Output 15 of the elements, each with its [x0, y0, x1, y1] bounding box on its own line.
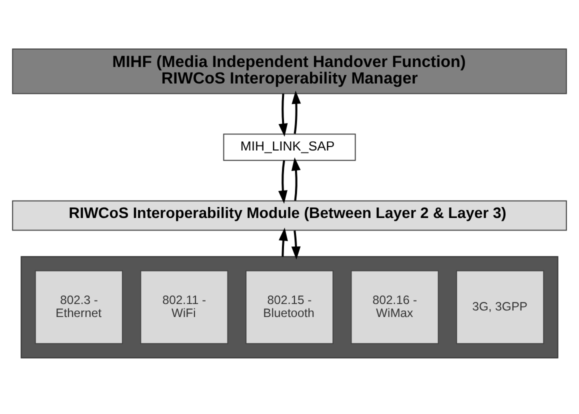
arrow	[291, 156, 301, 200]
arrow	[278, 160, 288, 204]
node-box: MIH_LINK_SAP	[223, 133, 356, 160]
cluster	[20, 256, 558, 358]
node-box: 802.15 - Bluetooth	[245, 270, 334, 344]
arrow	[291, 230, 301, 260]
node-box: 802.3 - Ethernet	[34, 270, 123, 344]
node-box: MIHF (Media Independent Handover Function) RIWCoS Interoperability Manager	[12, 48, 567, 94]
arrow	[292, 90, 301, 134]
node-box: 802.11 - WiFi	[140, 270, 228, 344]
arrow	[278, 227, 288, 256]
node-box: 802.16 - WiMax	[350, 270, 439, 344]
node-box: 3G, 3GPP	[456, 270, 544, 344]
node-box: RIWCoS Interoperability Module (Between Layer 2 & Layer 3)	[12, 200, 567, 230]
arrow	[278, 93, 288, 136]
